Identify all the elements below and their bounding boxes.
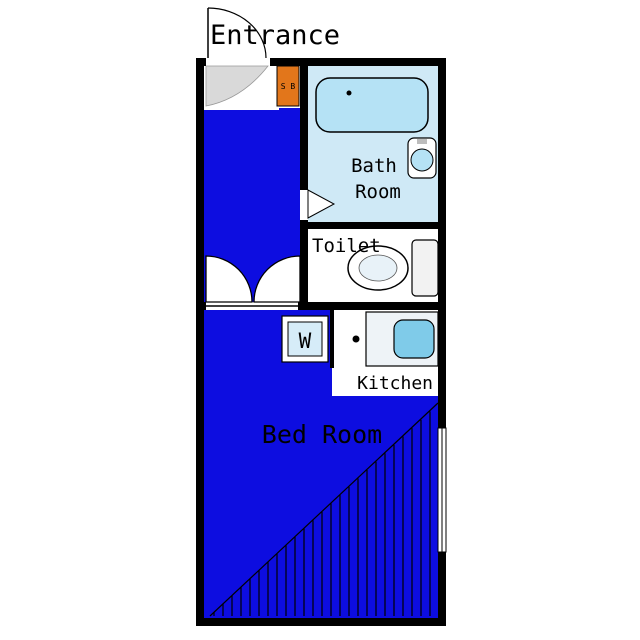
washing-machine-inner — [287, 321, 323, 357]
bathtub-drain-dot — [346, 90, 352, 96]
wall-bath-toilet — [300, 222, 446, 229]
toilet-label: Toilet — [312, 235, 381, 257]
bathtub — [315, 77, 429, 133]
entrance-label: Entrance — [210, 20, 340, 51]
wall-kitchen-stub — [330, 310, 334, 368]
bathroom-label-line2: Room — [355, 181, 401, 203]
window-right — [437, 427, 447, 553]
shoe-box-label: S B — [281, 82, 296, 91]
wall-left — [196, 58, 204, 626]
wall-top-left — [196, 58, 206, 66]
wall-mid-right — [298, 302, 446, 310]
toilet-tank — [411, 239, 439, 297]
wall-bottom — [196, 618, 446, 626]
kitchen-label: Kitchen — [357, 373, 433, 394]
bedroom-label: Bed Room — [262, 420, 382, 449]
wall-hall-bath-upper — [300, 66, 308, 190]
entrance-step — [205, 65, 269, 107]
wall-hall-toilet — [300, 220, 308, 302]
hallway-door-right — [253, 255, 301, 303]
hallway-door-left — [205, 255, 253, 303]
bathroom-label-line1: Bath — [351, 155, 397, 177]
bath-door-icon — [307, 189, 336, 219]
wall-right — [438, 58, 446, 626]
hatch-lines — [213, 411, 431, 616]
washbasin-tap — [417, 139, 427, 144]
washer-label: W — [299, 329, 312, 353]
kitchen-sink — [393, 319, 435, 359]
toilet-bowl-inner — [358, 254, 398, 282]
stove-dot — [352, 335, 360, 343]
hatch-diagonal — [209, 402, 439, 617]
wall-mid-left — [196, 302, 206, 310]
washbasin-bowl — [410, 148, 434, 172]
walls — [196, 58, 446, 626]
wall-top-right — [270, 58, 446, 66]
entrance-door-arc — [207, 7, 267, 59]
